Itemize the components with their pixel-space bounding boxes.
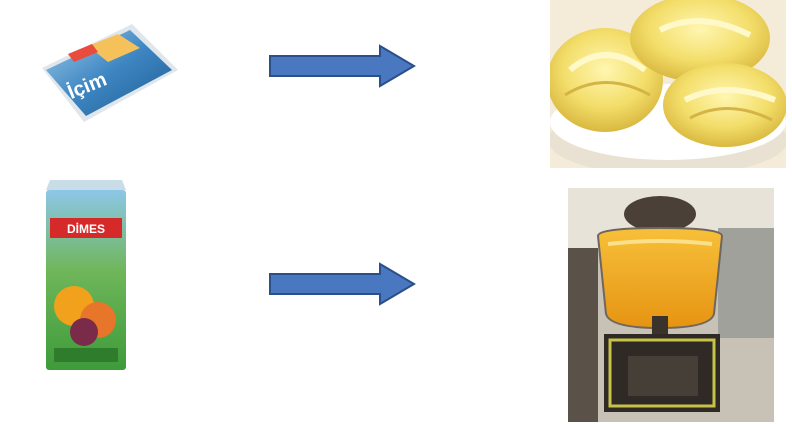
butter-packet-image: İçim xyxy=(28,18,180,130)
butter-bowl-image xyxy=(550,0,786,168)
juice-dispenser-image xyxy=(568,188,774,422)
juice-carton-image: DİMES xyxy=(36,172,132,376)
right-arrow-icon xyxy=(268,262,416,306)
juice-brand-text: DİMES xyxy=(67,221,105,236)
right-arrow-icon xyxy=(268,44,416,88)
